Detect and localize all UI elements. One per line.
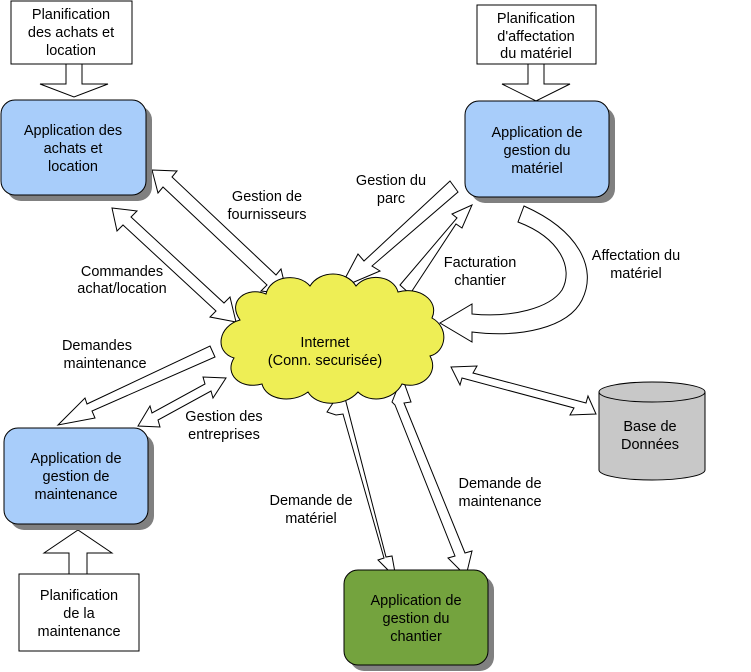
app-achats-line-2: achats et (44, 141, 103, 157)
label-demande-maintenance-2: maintenance (458, 494, 541, 510)
label-commandes-2: achat/location (77, 281, 166, 297)
arrow-affectation-curve (439, 205, 588, 343)
app-maintenance-line-3: maintenance (34, 487, 117, 503)
planning-materiel-line-2: d'affectation (497, 29, 574, 45)
app-chantier-line-3: chantier (390, 629, 442, 645)
internet-cloud: Internet (Conn. securisée) (220, 273, 445, 404)
label-demande-maintenance-1: Demande de (458, 476, 541, 492)
arrow-gestion-entreprises (137, 376, 227, 428)
label-gestion-parc-1: Gestion du (356, 173, 426, 189)
arrow-demande-maintenance (391, 375, 473, 577)
app-box-maintenance: Application de gestion de maintenance (3, 427, 154, 530)
planning-materiel-line-3: du matériel (500, 46, 572, 62)
planning-materiel-line-1: Planification (497, 11, 575, 27)
label-gestion-entreprises-2: entreprises (188, 427, 260, 443)
label-demandes-maintenance-2: maintenance (63, 356, 146, 372)
app-materiel-line-2: gestion du (504, 143, 571, 159)
app-maintenance-line-2: gestion de (43, 469, 110, 485)
app-maintenance-line-1: Application de (30, 451, 121, 467)
app-chantier-line-1: Application de (370, 593, 461, 609)
planning-achats-line-2: des achats et (28, 25, 114, 41)
app-chantier-line-2: gestion du (383, 611, 450, 627)
internet-label: Internet (300, 335, 349, 351)
internet-sublabel: (Conn. securisée) (268, 353, 382, 369)
database-line-1: Base de (623, 419, 676, 435)
planning-maintenance-line-2: de la (63, 606, 95, 622)
flow-labels: Gestion de fournisseurs Commandes achat/… (62, 173, 680, 527)
arrow-planning-maintenance-up (42, 529, 114, 575)
arrow-demandes-maintenance (56, 345, 216, 426)
label-gestion-parc-2: parc (377, 191, 405, 207)
label-facturation-1: Facturation (444, 255, 517, 271)
planning-maintenance-line-3: maintenance (37, 624, 120, 640)
app-materiel-line-3: matériel (511, 161, 563, 177)
label-gestion-fournisseurs-2: fournisseurs (228, 207, 307, 223)
database-icon: Base de Données (598, 381, 706, 481)
app-materiel-line-1: Application de (491, 125, 582, 141)
app-box-achats: Application des achats et location (0, 99, 152, 201)
arrow-gestion-parc (338, 180, 459, 290)
planning-maintenance-line-1: Planification (40, 588, 118, 604)
arrows (39, 63, 597, 580)
label-demande-materiel-1: Demande de (269, 493, 352, 509)
label-demande-materiel-2: matériel (285, 511, 337, 527)
planning-box-materiel: Planification d'affectation du matériel (476, 4, 597, 65)
arrow-planning-materiel-down (501, 63, 571, 102)
app-box-materiel: Application de gestion du matériel (464, 100, 615, 203)
arrow-planning-achats-down (39, 63, 109, 98)
planning-achats-line-1: Planification (32, 7, 110, 23)
label-demandes-maintenance-1: Demandes (62, 338, 132, 354)
label-gestion-fournisseurs-1: Gestion de (232, 189, 302, 205)
label-affectation-2: matériel (610, 266, 662, 282)
label-facturation-2: chantier (454, 273, 506, 289)
database-line-2: Données (621, 437, 679, 453)
planning-box-achats: Planification des achats et location (10, 0, 133, 65)
arrow-facturation (399, 204, 473, 295)
label-commandes-1: Commandes (81, 264, 163, 280)
app-achats-line-3: location (48, 159, 98, 175)
planning-achats-line-3: location (46, 43, 96, 59)
label-gestion-entreprises-1: Gestion des (185, 409, 262, 425)
arrow-demande-materiel (326, 390, 397, 580)
app-achats-line-1: Application des (24, 123, 122, 139)
planning-box-maintenance: Planification de la maintenance (18, 573, 140, 652)
app-box-chantier: Application de gestion du chantier (343, 569, 494, 671)
arrow-internet-database (450, 365, 597, 416)
label-affectation-1: Affectation du (592, 248, 680, 264)
cloud-icon (220, 273, 445, 404)
